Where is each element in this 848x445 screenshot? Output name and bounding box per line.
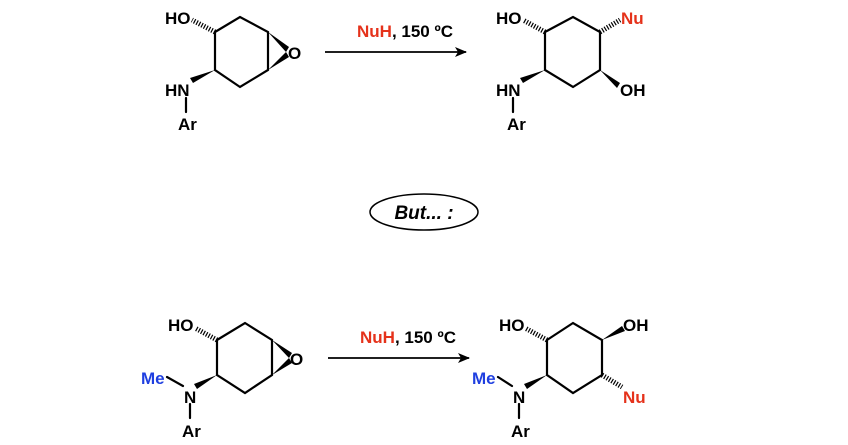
wedge-bond [520, 70, 545, 83]
reaction-conditions: NuH, 150 ºC [360, 328, 456, 347]
nucleophile-label: NuH [360, 328, 395, 347]
wedge-bond [524, 375, 547, 389]
hashed-bond [521, 17, 547, 35]
hydroxyl-label: OH [623, 316, 649, 335]
hydroxyl-label: HO [165, 9, 191, 28]
temperature-label: , 150 ºC [395, 328, 456, 347]
epoxide-wedge [268, 32, 289, 52]
wedge-bond [190, 70, 215, 83]
hashed-bond [598, 17, 622, 35]
hydroxyl-label: OH [620, 81, 646, 100]
aryl-label: Ar [182, 422, 201, 441]
but-callout: But... : [369, 193, 479, 231]
methyl-label: Me [141, 369, 165, 388]
aryl-label: Ar [178, 115, 197, 134]
aryl-label: Ar [507, 115, 526, 134]
epoxide-oxygen-label: O [290, 350, 303, 369]
but-label: But... : [394, 203, 453, 224]
wedge-bond [600, 70, 620, 88]
hashed-bond [600, 372, 624, 390]
epoxide-wedge [268, 52, 289, 70]
wedge-bond [194, 375, 217, 389]
hydroxyl-label: HO [499, 316, 525, 335]
hashed-bond [190, 17, 217, 35]
wedge-bond [602, 326, 625, 340]
nitrogen-label: N [513, 388, 525, 407]
bottom-reaction-arrow: NuH, 150 ºC [328, 328, 470, 363]
hashed-bond [523, 325, 549, 343]
temperature-label: , 150 ºC [392, 22, 453, 41]
epoxide-wedge [272, 358, 292, 375]
bottom-product: HO OH Nu Me N Ar [472, 316, 649, 441]
methyl-label: Me [472, 369, 496, 388]
nucleophile-label: NuH [357, 22, 392, 41]
amine-label: HN [165, 81, 190, 100]
top-starting-material: HO O HN Ar [165, 9, 301, 134]
top-reaction-arrow: NuH, 150 ºC [325, 22, 467, 57]
hydroxyl-label: HO [168, 316, 194, 335]
top-product: HO Nu OH HN Ar [496, 9, 646, 134]
reaction-conditions: NuH, 150 ºC [357, 22, 453, 41]
bottom-starting-material: HO O Me N Ar [141, 316, 303, 441]
nucleophile-label: Nu [621, 9, 644, 28]
nitrogen-label: N [184, 388, 196, 407]
hashed-bond [193, 325, 219, 343]
epoxide-wedge [272, 340, 292, 358]
amine-label: HN [496, 81, 521, 100]
nucleophile-label: Nu [623, 388, 646, 407]
aryl-label: Ar [511, 422, 530, 441]
hydroxyl-label: HO [496, 9, 522, 28]
epoxide-oxygen-label: O [288, 44, 301, 63]
